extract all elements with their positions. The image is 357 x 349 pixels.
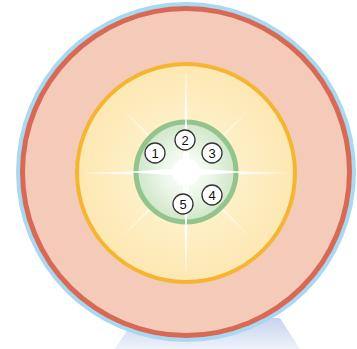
callout-text-holder: 4 (201, 184, 223, 206)
callout-circle: 4 (201, 184, 223, 206)
outer-ring (16, 2, 356, 342)
callout-number: 3 (208, 147, 215, 160)
callout-text-holder: 2 (174, 129, 196, 151)
outer-layer (25, 11, 347, 333)
callout-number: 1 (151, 147, 158, 160)
callout-text-holder: 5 (172, 193, 194, 215)
callout-circle: 2 (174, 129, 196, 151)
core-center (172, 158, 200, 186)
star-rays (80, 66, 292, 280)
middle-layer (77, 64, 295, 282)
callout-text-holder: 3 (201, 142, 223, 164)
callout-circle: 1 (144, 142, 166, 164)
callout-circle: 5 (172, 193, 194, 215)
core-glow-rays (124, 110, 248, 236)
callout-text-holder: 1 (144, 142, 166, 164)
callout-circle: 3 (201, 142, 223, 164)
callout-number: 5 (179, 198, 186, 211)
callout-number: 4 (208, 189, 215, 202)
callout-number: 2 (181, 134, 188, 147)
red-ring (20, 6, 352, 338)
